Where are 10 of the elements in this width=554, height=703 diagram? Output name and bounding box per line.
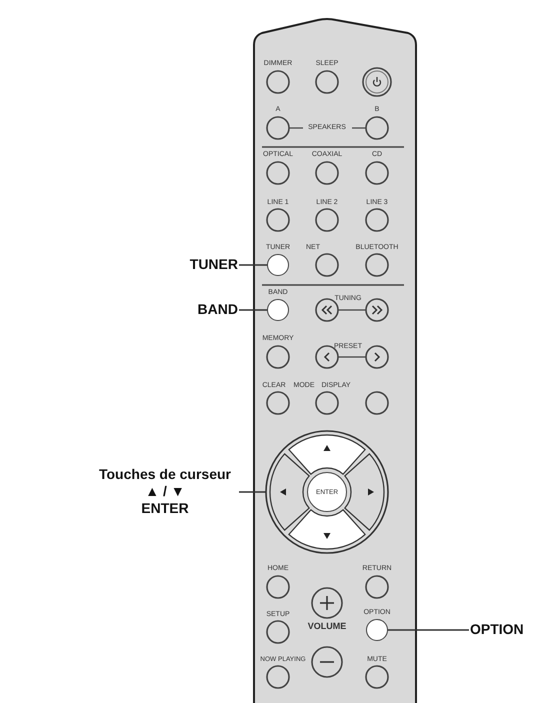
button-label: VOLUME xyxy=(308,622,346,630)
leader-line xyxy=(239,309,268,311)
leader-line xyxy=(239,264,268,266)
callout-label: TUNER xyxy=(166,256,238,273)
callout-label: BAND xyxy=(166,301,238,318)
leader-line xyxy=(239,491,266,493)
callout-label: Touches de curseur ▲ / ▼ xyxy=(98,466,232,500)
callout-label: OPTION xyxy=(470,621,550,638)
callout-label: ENTER xyxy=(140,500,190,517)
leader-line xyxy=(387,629,469,631)
